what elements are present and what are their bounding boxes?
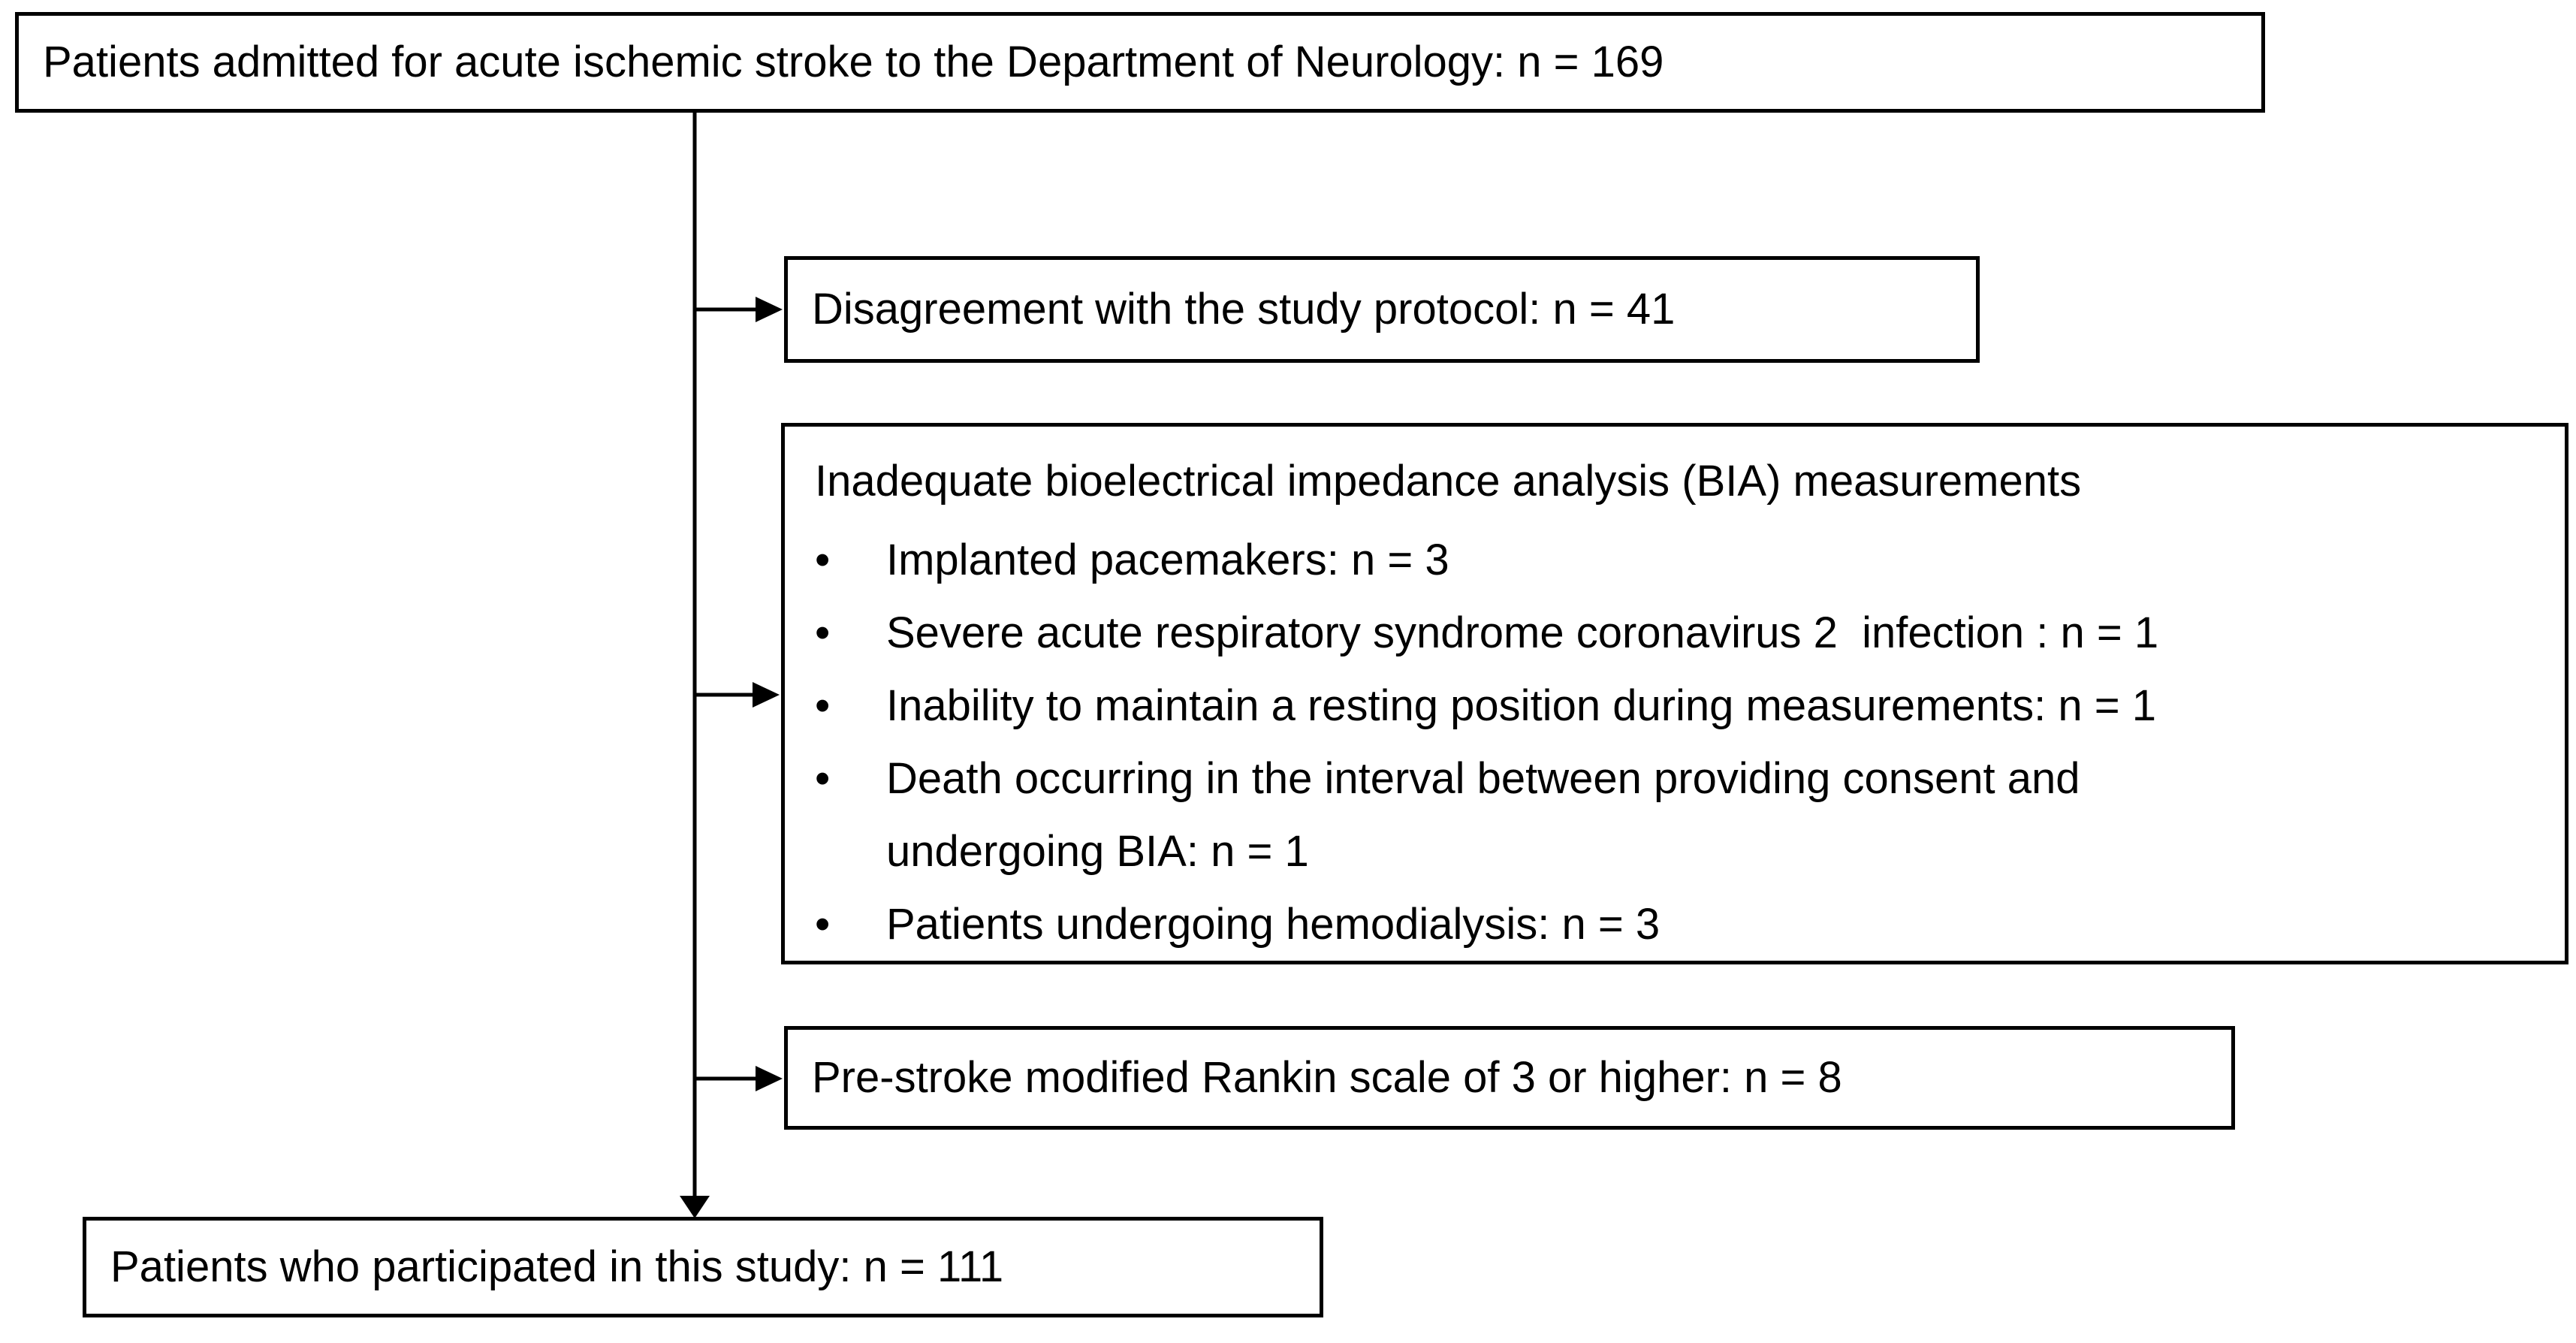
bia-exclusion-title: Inadequate bioelectrical impedance analy…	[815, 457, 2082, 506]
bullet-icon: •	[815, 900, 831, 949]
arrow-right-icon	[753, 682, 780, 708]
arrow-down-icon	[680, 1196, 710, 1218]
list-item-text: Inability to maintain a resting position…	[886, 681, 2156, 730]
bullet-icon: •	[815, 754, 831, 803]
exclusion-protocol-text: Disagreement with the study protocol: n …	[812, 285, 1676, 334]
list-item-text: Implanted pacemakers: n = 3	[886, 536, 1449, 584]
list-item: • Patients undergoing hemodialysis: n = …	[815, 888, 2535, 961]
list-item: • Death occurring in the interval betwee…	[815, 742, 2535, 888]
bia-exclusion-list: • Implanted pacemakers: n = 3 • Severe a…	[815, 524, 2535, 961]
arrow-right-icon	[756, 297, 783, 322]
bullet-icon: •	[815, 681, 831, 730]
bullet-icon: •	[815, 608, 831, 657]
arrow-right-icon	[756, 1066, 783, 1091]
box-exclusion-rankin: Pre-stroke modified Rankin scale of 3 or…	[784, 1026, 2235, 1130]
box-exclusion-protocol: Disagreement with the study protocol: n …	[784, 256, 1980, 363]
box-participated-patients: Patients who participated in this study:…	[83, 1217, 1323, 1317]
list-item-text: Severe acute respiratory syndrome corona…	[886, 608, 2159, 657]
list-item-text: Death occurring in the interval between …	[886, 754, 2080, 876]
list-item-text: Patients undergoing hemodialysis: n = 3	[886, 900, 1661, 949]
exclusion-rankin-text: Pre-stroke modified Rankin scale of 3 or…	[812, 1053, 1842, 1103]
list-item: • Inability to maintain a resting positi…	[815, 669, 2535, 742]
bullet-icon: •	[815, 536, 831, 584]
list-item: • Implanted pacemakers: n = 3	[815, 524, 2535, 596]
list-item: • Severe acute respiratory syndrome coro…	[815, 596, 2535, 669]
box-exclusion-bia: Inadequate bioelectrical impedance analy…	[781, 423, 2568, 964]
participated-patients-text: Patients who participated in this study:…	[110, 1242, 1004, 1292]
admitted-patients-text: Patients admitted for acute ischemic str…	[43, 38, 1664, 87]
box-admitted-patients: Patients admitted for acute ischemic str…	[15, 12, 2265, 113]
